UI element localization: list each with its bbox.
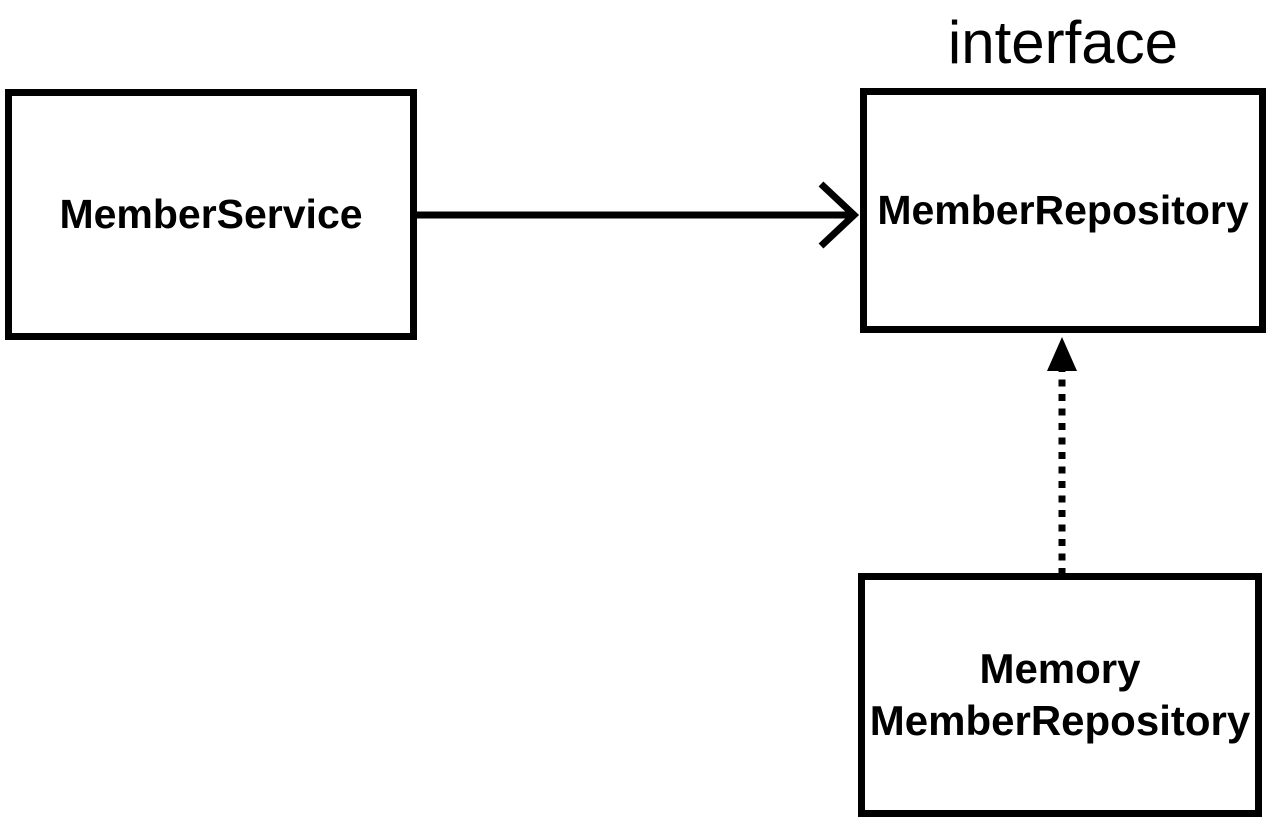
node-member-repository-label: MemberRepository (877, 187, 1249, 234)
filled-triangle-arrowhead-icon (1047, 337, 1077, 371)
open-chevron-arrowhead-icon (818, 181, 860, 249)
node-memory-member-repository: Memory MemberRepository (858, 573, 1262, 817)
node-memory-member-repository-label: Memory MemberRepository (870, 643, 1250, 748)
memory-label-line2: MemberRepository (869, 697, 1251, 744)
node-member-service-label: MemberService (59, 191, 363, 238)
edge-dotted-arrow (1047, 337, 1077, 575)
interface-stereotype-label: interface (947, 9, 1179, 76)
memory-label-line1: Memory (979, 644, 1141, 692)
node-member-repository: MemberRepository (860, 88, 1266, 333)
edge-solid-arrow (415, 181, 860, 249)
node-member-service: MemberService (5, 89, 417, 340)
